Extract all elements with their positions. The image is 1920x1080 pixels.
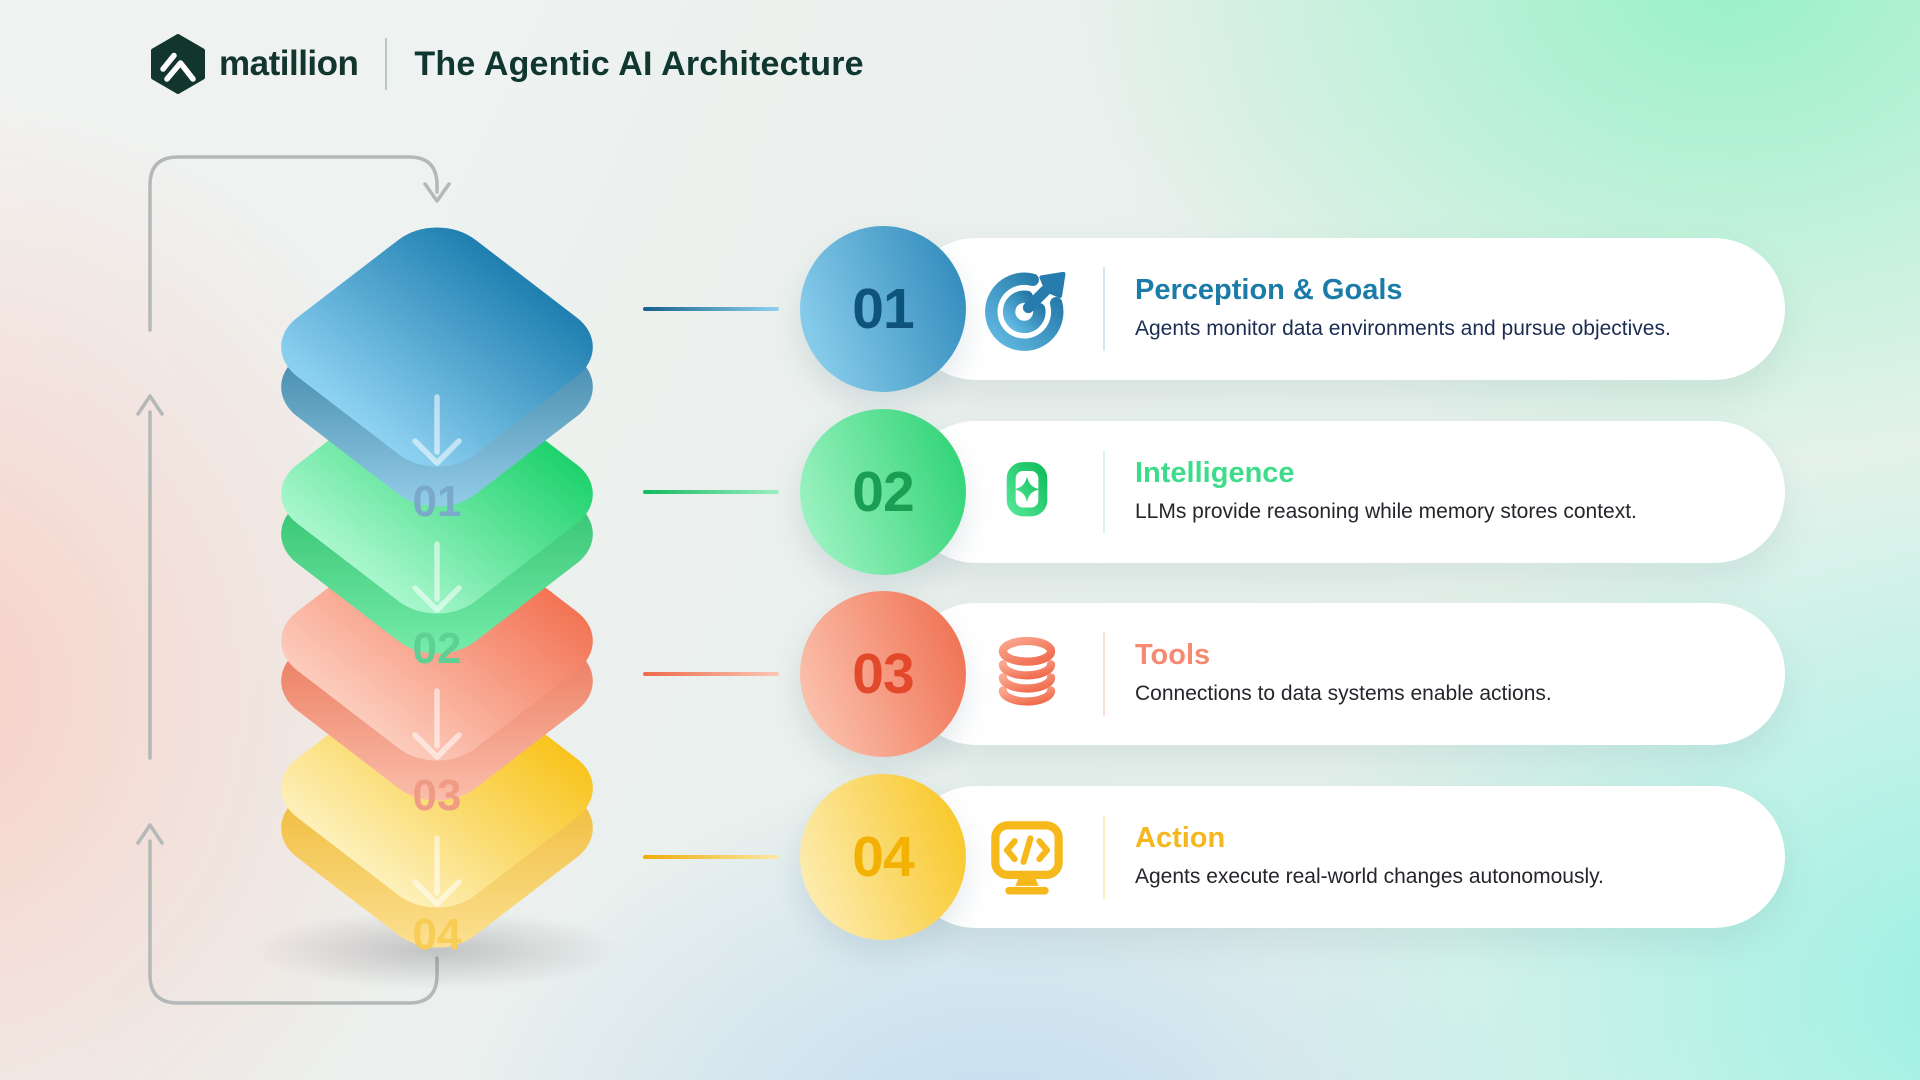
step-number-badge: 04 — [800, 774, 966, 940]
down-arrow-icon — [412, 688, 462, 760]
header: matillion The Agentic AI Architecture — [150, 34, 864, 94]
down-arrow-icon — [412, 394, 462, 466]
step-description: LLMs provide reasoning while memory stor… — [1135, 500, 1637, 524]
step-row-tools: Tools Connections to data systems enable… — [800, 589, 1790, 759]
connector-line — [643, 855, 779, 859]
step-number: 01 — [852, 277, 914, 341]
connector-line — [643, 490, 779, 494]
step-card: Tools Connections to data systems enable… — [905, 603, 1785, 745]
header-divider — [385, 38, 388, 90]
stack-layer-number: 01 — [413, 477, 462, 526]
step-title: Intelligence — [1135, 457, 1295, 490]
stack-layer-blue — [281, 227, 593, 507]
step-number: 02 — [852, 460, 914, 524]
step-card: Perception & Goals Agents monitor data e… — [905, 238, 1785, 380]
down-arrow-icon — [412, 541, 462, 613]
step-card: Intelligence LLMs provide reasoning whil… — [905, 421, 1785, 563]
up-arrow-icon — [136, 394, 164, 416]
up-arrow-icon — [136, 823, 164, 845]
brand-name: matillion — [219, 44, 359, 83]
step-description: Agents execute real-world changes autono… — [1135, 865, 1604, 889]
target-dart-icon — [981, 263, 1073, 355]
step-row-perception: Perception & Goals Agents monitor data e… — [800, 224, 1790, 394]
stack-layer-number: 04 — [413, 910, 462, 959]
ai-chip-icon — [981, 446, 1073, 538]
step-row-action: Action Agents execute real-world changes… — [800, 772, 1790, 942]
step-number: 04 — [852, 825, 914, 889]
separator — [1103, 632, 1105, 716]
step-number-badge: 02 — [800, 409, 966, 575]
step-title: Perception & Goals — [1135, 274, 1403, 307]
matillion-hexagon-logo-icon — [150, 34, 206, 94]
step-number: 03 — [852, 642, 914, 706]
connector-line — [643, 672, 779, 676]
step-description: Agents monitor data environments and pur… — [1135, 317, 1671, 341]
page-title: The Agentic AI Architecture — [414, 44, 864, 83]
down-arrow-icon — [423, 182, 451, 203]
separator — [1103, 450, 1105, 534]
separator — [1103, 267, 1105, 351]
step-number-badge: 03 — [800, 591, 966, 757]
separator — [1103, 815, 1105, 899]
stack-layer-number: 02 — [413, 624, 462, 673]
step-card: Action Agents execute real-world changes… — [905, 786, 1785, 928]
connector-line — [643, 307, 779, 311]
step-title: Action — [1135, 822, 1226, 855]
step-description: Connections to data systems enable actio… — [1135, 682, 1552, 706]
stack-layer-number: 03 — [413, 771, 462, 820]
step-number-badge: 01 — [800, 226, 966, 392]
down-arrow-icon — [412, 835, 462, 907]
monitor-code-icon — [981, 811, 1073, 903]
database-icon — [981, 628, 1073, 720]
step-row-intelligence: Intelligence LLMs provide reasoning whil… — [800, 407, 1790, 577]
step-title: Tools — [1135, 639, 1211, 672]
stack-shadow — [252, 910, 622, 990]
